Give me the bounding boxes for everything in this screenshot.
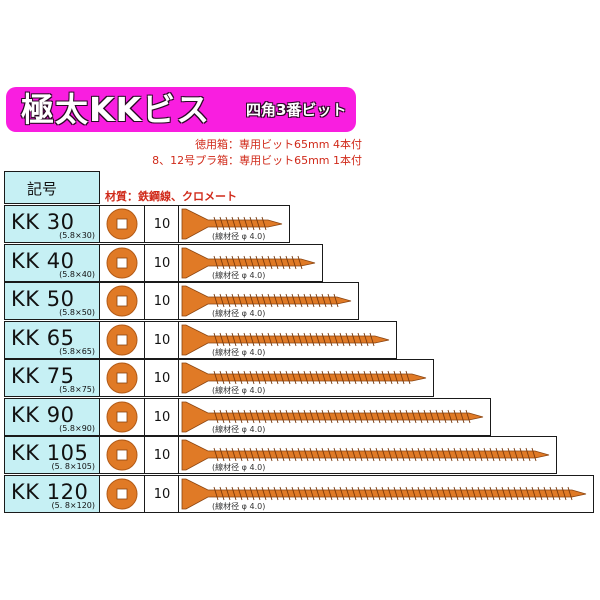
quantity-value: 10 [153,487,171,502]
square-recess-icon [116,449,128,461]
wire-diameter-label: (線材径 φ 4.0) [212,386,266,395]
quantity-cell [144,282,179,320]
screw-code: KK 75 [11,364,75,388]
screw-side-icon [181,362,427,394]
code-cell: KK 120(5. 8×120) [4,475,100,513]
screw-code: KK 90 [11,403,75,427]
square-recess-icon [116,411,128,423]
wire-diameter-label: (線材径 φ 4.0) [212,271,266,280]
quantity-value: 10 [153,333,171,348]
screw-size: (5.8×90) [59,424,95,433]
screw-side-icon [181,208,283,240]
square-recess-icon [116,257,128,269]
code-header-label: 記号 [27,180,58,198]
quantity-cell [144,244,179,282]
product-title: 極太KKビス [21,90,211,129]
screw-code: KK 105 [11,441,89,465]
wire-diameter-label: (線材径 φ 4.0) [212,348,266,357]
screw-code: KK 50 [11,287,75,311]
square-recess-icon [116,218,128,230]
code-column-header: 記号 [4,171,100,204]
screw-side-icon [181,439,550,471]
screw-size: (5.8×40) [59,270,95,279]
screw-size: (5.8×50) [59,308,95,317]
quantity-cell [144,436,179,474]
screw-side-icon [181,324,390,356]
quantity-value: 10 [153,371,171,386]
title-banner: 極太KKビス 四角3番ビット [6,87,356,132]
screw-code: KK 40 [11,249,75,273]
quantity-value: 10 [153,217,171,232]
square-recess-icon [116,334,128,346]
quantity-cell [144,475,179,513]
quantity-cell [144,205,179,243]
quantity-value: 10 [153,410,171,425]
code-cell: KK 90(5.8×90) [4,398,100,436]
screw-code: KK 120 [11,480,89,504]
plastic-box-note: 8、12号プラ箱：専用ビット65mm 1本付 [152,154,362,167]
square-recess-icon [116,372,128,384]
wire-diameter-label: (線材径 φ 4.0) [212,232,266,241]
code-cell: KK 30(5.8×30) [4,205,100,243]
code-cell: KK 75(5.8×75) [4,359,100,397]
code-cell: KK 50(5.8×50) [4,282,100,320]
screw-size: (5.8×30) [59,231,95,240]
wire-diameter-label: (線材径 φ 4.0) [212,425,266,434]
screw-side-icon [181,478,587,510]
screw-size: (5. 8×105) [51,462,95,471]
screw-side-icon [181,247,316,279]
quantity-value: 10 [153,294,171,309]
bit-type-label: 四角3番ビット [246,101,347,119]
screw-code: KK 65 [11,326,75,350]
quantity-cell [144,398,179,436]
wire-diameter-label: (線材径 φ 4.0) [212,502,266,511]
code-cell: KK 65(5.8×65) [4,321,100,359]
material-label: 材質：鉄鋼線、クロメート [105,190,237,203]
wire-diameter-label: (線材径 φ 4.0) [212,463,266,472]
quantity-value: 10 [153,256,171,271]
screw-code: KK 30 [11,210,75,234]
bulk-box-note: 徳用箱：専用ビット65mm 4本付 [195,138,362,151]
screw-size: (5.8×75) [59,385,95,394]
screw-side-icon [181,285,352,317]
quantity-value: 10 [153,448,171,463]
code-cell: KK 105(5. 8×105) [4,436,100,474]
screw-size: (5.8×65) [59,347,95,356]
square-recess-icon [116,295,128,307]
screw-size: (5. 8×120) [51,501,95,510]
wire-diameter-label: (線材径 φ 4.0) [212,309,266,318]
screw-side-icon [181,401,484,433]
square-recess-icon [116,488,128,500]
